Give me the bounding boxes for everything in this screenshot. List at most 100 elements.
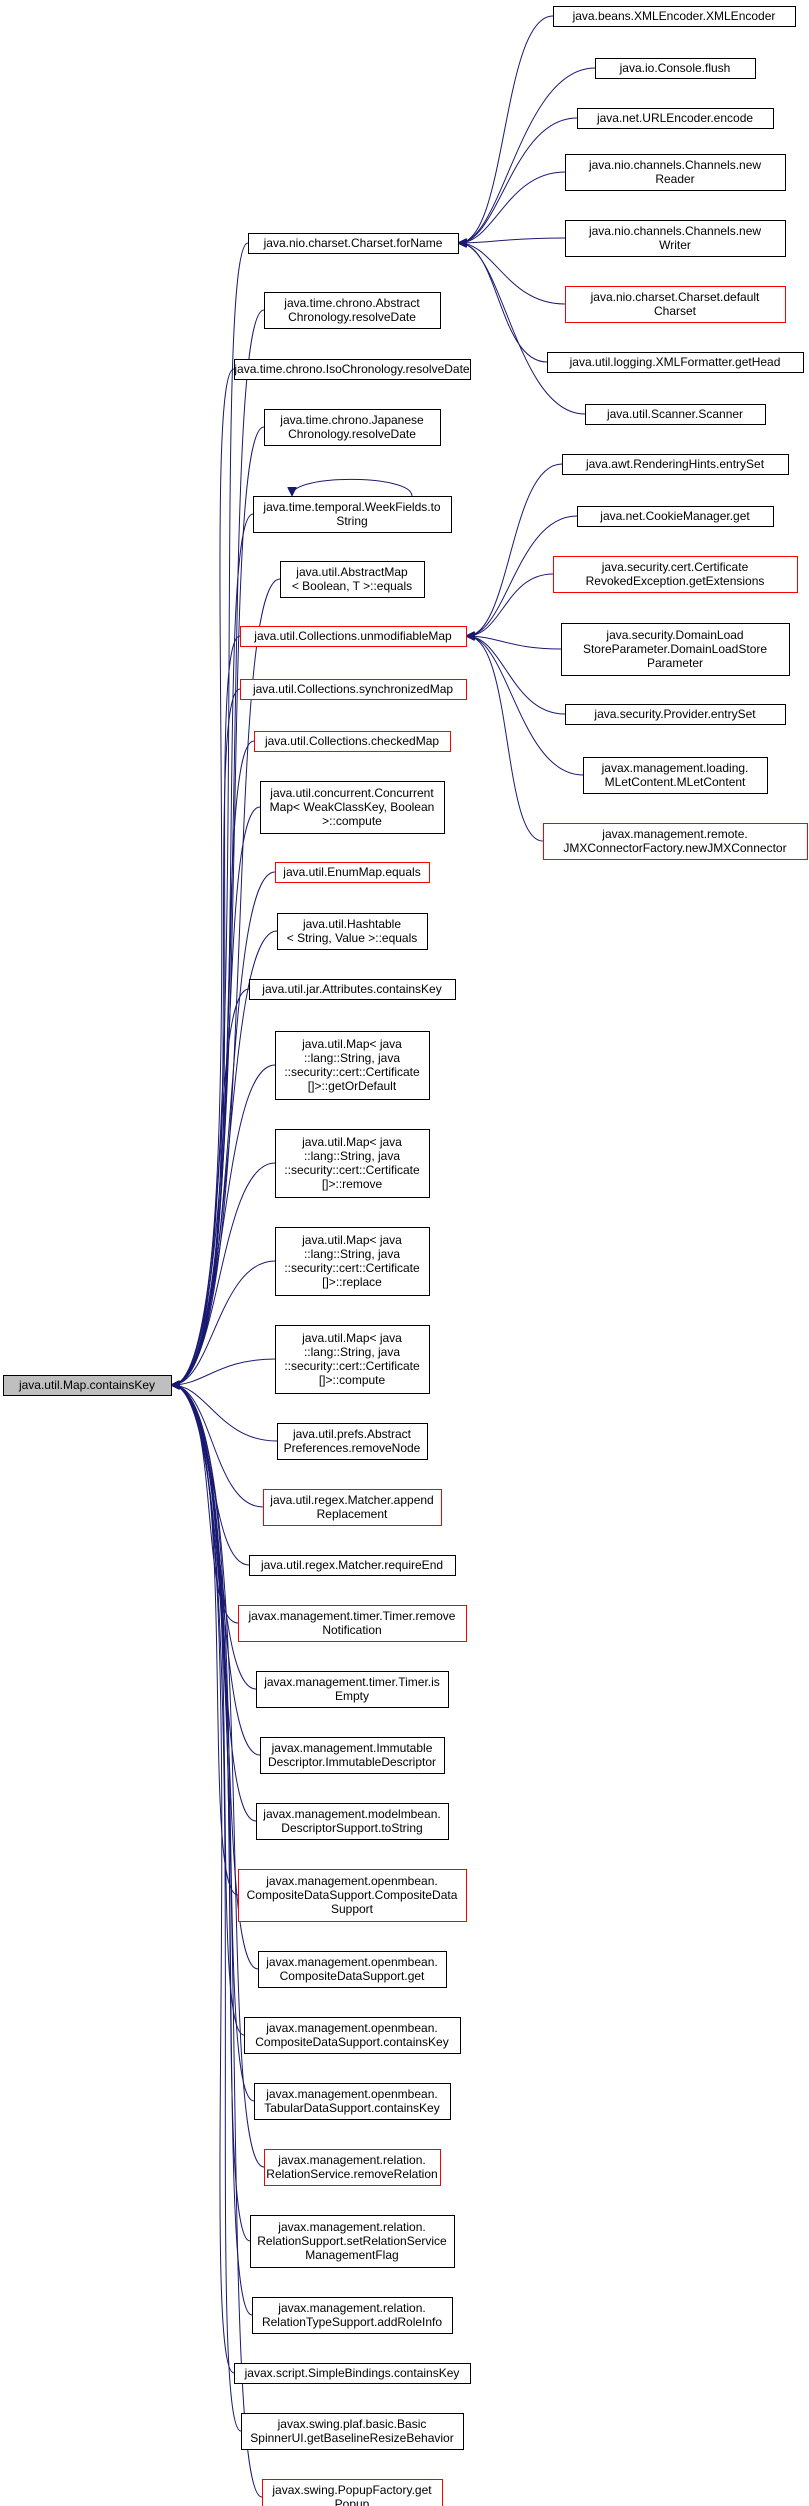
edge-newreader-to-charset: [459, 171, 566, 243]
node-mapremove[interactable]: java.util.Map< java::lang::String, java:…: [275, 1129, 430, 1198]
edge-urlenc-to-charset: [459, 117, 578, 243]
node-box: [264, 409, 441, 446]
node-box: [258, 1951, 447, 1988]
node-matcherreq[interactable]: java.util.regex.Matcher.requireEnd: [249, 1555, 456, 1576]
node-box: [253, 496, 452, 533]
node-checkedmap[interactable]: java.util.Collections.checkedMap: [254, 731, 451, 752]
node-label-line: Replacement: [317, 1507, 388, 1521]
node-label-line: javax.management.Immutable: [271, 1741, 433, 1755]
edge-mapreplace-to-root: [172, 1260, 276, 1385]
node-xmlenc[interactable]: java.beans.XMLEncoder.XMLEncoder: [553, 6, 796, 27]
node-label-line: java.util.EnumMap.equals: [282, 865, 420, 879]
node-root[interactable]: java.util.Map.containsKey: [3, 1375, 172, 1396]
node-relremove[interactable]: javax.management.relation.RelationServic…: [264, 2149, 441, 2186]
node-timerremove[interactable]: javax.management.timer.Timer.removeNotif…: [238, 1605, 467, 1642]
node-mletcontent[interactable]: javax.management.loading.MLetContent.MLe…: [583, 757, 768, 794]
node-descsupport[interactable]: javax.management.modelmbean.DescriptorSu…: [256, 1803, 449, 1840]
node-box: [583, 757, 768, 794]
node-urlenc[interactable]: java.net.URLEncoder.encode: [577, 108, 774, 129]
node-isochrono[interactable]: java.time.chrono.IsoChronology.resolveDa…: [233, 359, 471, 380]
node-mapreplace[interactable]: java.util.Map< java::lang::String, java:…: [275, 1227, 430, 1296]
node-label-line: Chronology.resolveDate: [288, 427, 416, 441]
node-label-line: ::security::cert::Certificate: [284, 1065, 420, 1079]
node-label-line: java.nio.channels.Channels.new: [588, 224, 761, 238]
node-relsupport[interactable]: javax.management.relation.RelationSuppor…: [250, 2215, 455, 2268]
node-jmxconnector[interactable]: javax.management.remote.JMXConnectorFact…: [543, 823, 808, 860]
node-label-line: DescriptorSupport.toString: [281, 1821, 422, 1835]
node-absmap[interactable]: java.util.AbstractMap< Boolean, T >::equ…: [280, 561, 425, 598]
node-matcherappend[interactable]: java.util.regex.Matcher.appendReplacemen…: [263, 1489, 442, 1526]
node-label-line: Preferences.removeNode: [284, 1441, 421, 1455]
node-cdsget[interactable]: javax.management.openmbean.CompositeData…: [258, 1951, 447, 1988]
node-spinner[interactable]: javax.swing.plaf.basic.BasicSpinnerUI.ge…: [241, 2413, 464, 2450]
node-box: [561, 623, 790, 676]
node-japchrono[interactable]: java.time.chrono.JapaneseChronology.reso…: [264, 409, 441, 446]
node-jarattr[interactable]: java.util.jar.Attributes.containsKey: [249, 979, 456, 1000]
node-label-line: javax.management.relation.: [277, 2153, 425, 2167]
node-label-line: RelationService.removeRelation: [266, 2167, 437, 2181]
node-syncmap[interactable]: java.util.Collections.synchronizedMap: [240, 679, 467, 700]
node-abschrono[interactable]: java.time.chrono.AbstractChronology.reso…: [264, 292, 441, 329]
edge-domainload-to-unmodmap: [467, 636, 562, 650]
edge-mapgetordef-to-root: [172, 1064, 276, 1385]
node-console[interactable]: java.io.Console.flush: [595, 58, 756, 79]
node-label-line: < Boolean, T >::equals: [292, 579, 412, 593]
node-label-line: CompositeDataSupport.containsKey: [255, 2035, 448, 2049]
node-label-line: javax.management.openmbean.: [265, 1874, 437, 1888]
node-label-line: String: [336, 514, 367, 528]
node-reltype[interactable]: javax.management.relation.RelationTypeSu…: [252, 2297, 453, 2334]
node-scanner[interactable]: java.util.Scanner.Scanner: [585, 404, 766, 425]
node-label-line: java.util.Map< java: [301, 1233, 402, 1247]
node-certrevoked[interactable]: java.security.cert.CertificateRevokedExc…: [553, 556, 798, 593]
node-label-line: Support: [331, 1902, 374, 1916]
edge-renderhints-to-unmodmap: [467, 463, 563, 636]
node-mapgetordef[interactable]: java.util.Map< java::lang::String, java:…: [275, 1031, 430, 1100]
edge-cookiemgr-to-unmodmap: [467, 515, 578, 636]
node-box: [595, 58, 756, 79]
node-tdscontains[interactable]: javax.management.openmbean.TabularDataSu…: [254, 2083, 451, 2120]
edge-spinner-to-root: [172, 1385, 242, 2432]
node-label-line: javax.swing.PopupFactory.get: [271, 2483, 432, 2497]
edge-prefs-to-root: [172, 1385, 278, 1442]
node-renderhints[interactable]: java.awt.RenderingHints.entrySet: [562, 454, 789, 475]
node-box: [275, 1227, 430, 1296]
node-immutdesc[interactable]: javax.management.ImmutableDescriptor.Imm…: [260, 1737, 445, 1774]
node-hashtable[interactable]: java.util.Hashtable< String, Value >::eq…: [277, 913, 428, 950]
edge-xmlenc-to-charset: [459, 15, 554, 243]
node-label-line: javax.management.loading.: [601, 761, 749, 775]
node-mapcompute[interactable]: java.util.Map< java::lang::String, java:…: [275, 1325, 430, 1394]
edge-newwriter-to-charset: [459, 237, 566, 243]
node-provider[interactable]: java.security.Provider.entrySet: [565, 704, 786, 725]
node-box: [565, 154, 786, 191]
node-box: [249, 979, 456, 1000]
node-cookiemgr[interactable]: java.net.CookieManager.get: [577, 506, 774, 527]
edge-descsupport-to-root: [172, 1385, 257, 1822]
node-prefs[interactable]: java.util.prefs.AbstractPreferences.remo…: [277, 1423, 428, 1460]
node-enummap[interactable]: java.util.EnumMap.equals: [275, 862, 430, 883]
node-label-line: java.nio.charset.Charset.forName: [263, 236, 443, 250]
node-weekfields[interactable]: java.time.temporal.WeekFields.toString: [253, 496, 452, 533]
node-charset[interactable]: java.nio.charset.Charset.forName: [248, 233, 459, 254]
edge-jarattr-to-root: [172, 988, 250, 1385]
node-label-line: java.util.Collections.unmodifiableMap: [253, 629, 452, 643]
node-domainload[interactable]: java.security.DomainLoadStoreParameter.D…: [561, 623, 790, 676]
node-label-line: java.util.AbstractMap: [295, 565, 408, 579]
node-label-line: javax.management.relation.: [277, 2220, 425, 2234]
node-xmlformatter[interactable]: java.util.logging.XMLFormatter.getHead: [547, 352, 804, 373]
node-cdscontains[interactable]: javax.management.openmbean.CompositeData…: [244, 2017, 461, 2054]
node-label-line: JMXConnectorFactory.newJMXConnector: [563, 841, 786, 855]
node-box: [254, 731, 451, 752]
node-box: [260, 1737, 445, 1774]
node-unmodmap[interactable]: java.util.Collections.unmodifiableMap: [240, 626, 467, 647]
node-box: [244, 2017, 461, 2054]
node-cdsctor[interactable]: javax.management.openmbean.CompositeData…: [238, 1869, 467, 1922]
node-box: [277, 1423, 428, 1460]
node-bindings[interactable]: javax.script.SimpleBindings.containsKey: [234, 2363, 471, 2384]
edge-layer: [172, 15, 596, 2498]
